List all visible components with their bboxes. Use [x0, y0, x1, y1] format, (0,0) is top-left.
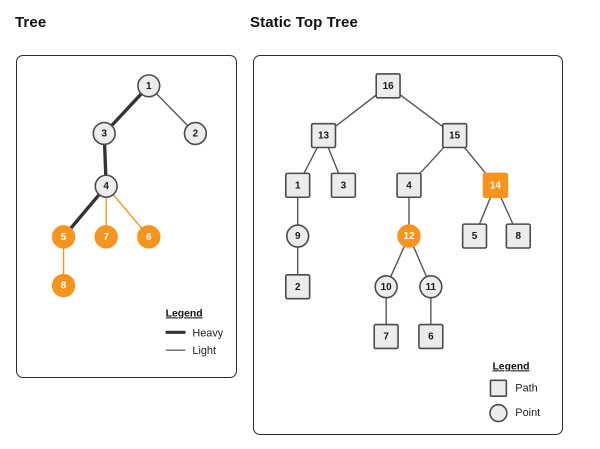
stt-circle-node-shape — [285, 224, 310, 248]
tree-legend: Legend Heavy Light — [165, 308, 224, 357]
tree-node-6[interactable]: 6 — [137, 225, 161, 249]
stt-circle-node-shape — [397, 224, 421, 248]
stt-node-1[interactable]: 1 — [284, 172, 311, 199]
stt-square-node-shape — [482, 172, 509, 199]
stt-square-node-shape — [284, 172, 311, 199]
stt-node-4[interactable]: 4 — [396, 172, 422, 199]
stt-circle-node-shape — [374, 275, 398, 299]
stt-node-14[interactable]: 14 — [482, 172, 509, 199]
square-node-swatch-icon — [489, 379, 508, 397]
circle-node-swatch-icon — [489, 403, 508, 423]
stt-legend: Legend Path Point — [489, 361, 540, 423]
stt-circle-node-shape — [419, 275, 443, 299]
stt-node-11[interactable]: 11 — [419, 275, 443, 299]
tree-node-4[interactable]: 4 — [94, 174, 118, 198]
tree-circle-node-shape — [137, 74, 161, 98]
stt-square-node-shape — [461, 223, 488, 249]
stt-node-7[interactable]: 7 — [373, 323, 399, 350]
tree-node-5[interactable]: 5 — [51, 225, 76, 249]
static-top-tree-panel-title: Static Top Tree — [250, 14, 358, 31]
tree-circle-node-shape — [51, 225, 76, 249]
tree-circle-node-shape — [183, 121, 208, 146]
tree-node-8[interactable]: 8 — [51, 273, 76, 298]
stt-node-5[interactable]: 5 — [461, 223, 488, 249]
stt-square-node-shape — [505, 223, 532, 249]
stt-square-node-shape — [396, 172, 422, 199]
tree-node-7[interactable]: 7 — [94, 225, 118, 249]
stt-legend-label-path: Path — [515, 383, 537, 395]
tree-circle-node-shape — [51, 273, 76, 298]
stt-node-2[interactable]: 2 — [284, 274, 311, 300]
tree-circle-node-shape — [137, 225, 161, 249]
stt-node-12[interactable]: 12 — [397, 224, 421, 248]
stt-square-node-shape — [418, 323, 444, 350]
stt-node-13[interactable]: 13 — [310, 122, 337, 149]
tree-circle-node-shape — [92, 121, 116, 146]
stt-square-node-shape — [373, 323, 399, 350]
stt-square-node-shape — [330, 172, 357, 199]
tree-panel-title: Tree — [15, 14, 47, 31]
stt-square-node-shape — [375, 73, 401, 99]
tree-legend-title: Legend — [166, 308, 203, 319]
tree-edge-layer — [61, 84, 197, 287]
stt-legend-title: Legend — [492, 361, 529, 372]
stt-node-3[interactable]: 3 — [330, 172, 357, 199]
tree-node-3[interactable]: 3 — [92, 121, 116, 146]
tree-node-1[interactable]: 1 — [137, 74, 161, 98]
tree-legend-label-light: Light — [192, 345, 216, 357]
stt-node-8[interactable]: 8 — [505, 223, 532, 249]
stt-square-node-shape — [284, 274, 311, 300]
tree-circle-node-shape — [94, 174, 118, 198]
stt-node-6[interactable]: 6 — [418, 323, 444, 350]
tree-circle-node-shape — [94, 225, 118, 249]
stt-node-16[interactable]: 16 — [375, 73, 401, 99]
stt-legend-label-point: Point — [515, 407, 540, 419]
stt-square-node-shape — [441, 122, 468, 149]
stt-node-9[interactable]: 9 — [285, 224, 310, 248]
tree-legend-label-heavy: Heavy — [192, 327, 223, 339]
stt-node-15[interactable]: 15 — [441, 122, 468, 149]
stt-node-10[interactable]: 10 — [374, 275, 398, 299]
tree-node-2[interactable]: 2 — [183, 121, 208, 146]
stt-square-node-shape — [310, 122, 337, 149]
